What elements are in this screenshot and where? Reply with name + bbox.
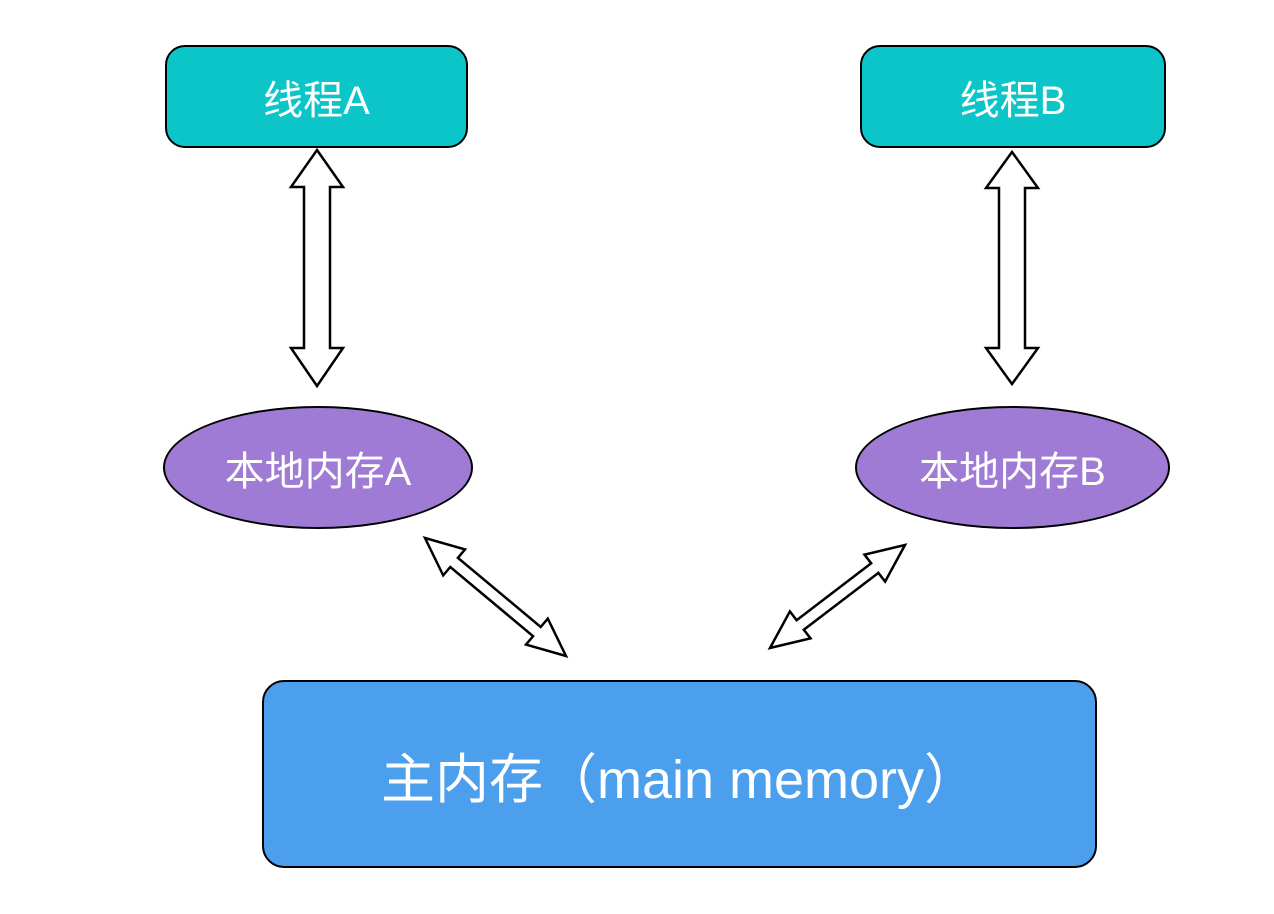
double-arrow-local-memory-a-to-main-memory (422, 536, 569, 658)
node-thread-a-label: 线程A (263, 78, 370, 123)
double-arrow-thread-b-to-local-memory-b (983, 149, 1041, 387)
double-arrow-thread-a-to-local-memory-a (288, 147, 346, 389)
double-arrow-local-memory-b-to-main-memory (767, 543, 908, 650)
node-local-memory-b: 本地内存B (855, 406, 1170, 529)
node-local-memory-b-label: 本地内存B (919, 449, 1106, 494)
node-main-memory-label: 主内存（main memory） (380, 749, 979, 810)
node-local-memory-a-label: 本地内存A (224, 449, 412, 494)
node-main-memory: 主内存（main memory） (262, 680, 1097, 868)
node-thread-b: 线程B (860, 45, 1166, 148)
node-local-memory-a: 本地内存A (163, 406, 473, 529)
node-thread-b-label: 线程B (959, 78, 1067, 123)
node-thread-a: 线程A (165, 45, 468, 148)
